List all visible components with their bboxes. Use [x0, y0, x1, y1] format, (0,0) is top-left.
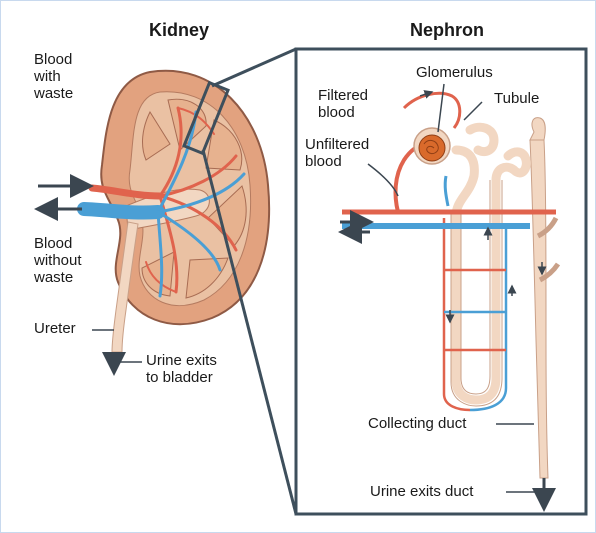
kidney-title: Kidney — [149, 20, 209, 41]
label-ureter: Ureter — [34, 320, 76, 337]
kidney-illustration — [84, 71, 269, 352]
glomerulus-knot — [419, 135, 445, 161]
label-tubule: Tubule — [494, 90, 539, 107]
label-blood-with-waste: Blood with waste — [34, 51, 73, 102]
nephron-title: Nephron — [410, 20, 484, 41]
label-filtered-blood: Filtered blood — [318, 87, 368, 121]
label-urine-exits-bladder: Urine exits to bladder — [146, 352, 217, 386]
label-urine-exits-duct: Urine exits duct — [370, 483, 473, 500]
label-unfiltered-blood: Unfiltered blood — [305, 136, 369, 170]
label-blood-without-waste: Blood without waste — [34, 235, 82, 286]
label-glomerulus: Glomerulus — [416, 64, 493, 81]
label-collecting-duct: Collecting duct — [368, 415, 466, 432]
